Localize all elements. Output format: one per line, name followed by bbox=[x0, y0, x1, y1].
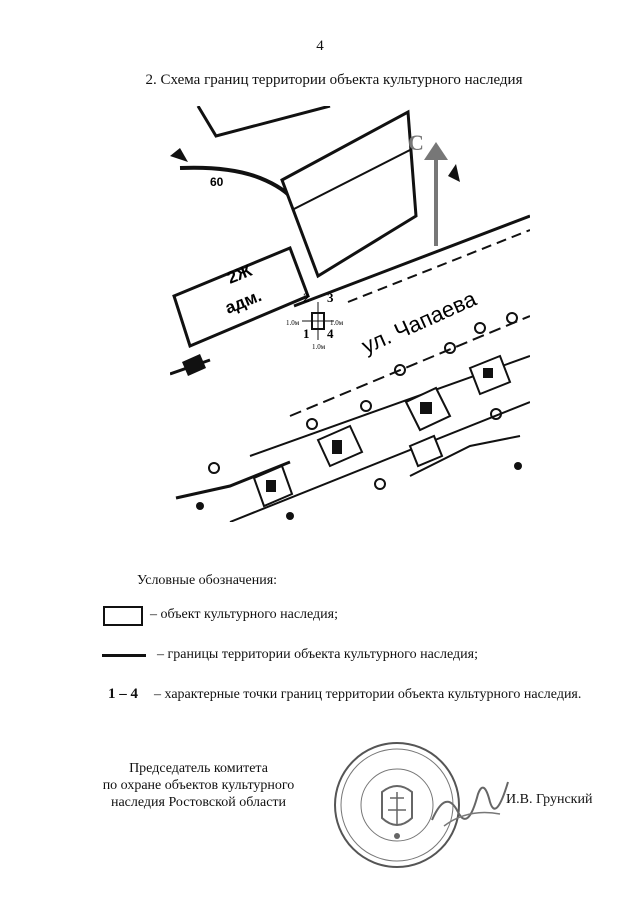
site-plan-map: 60 2Ж адм. С ул. Чапаева 2 3 1 4 1.0м 1.… bbox=[170, 106, 530, 522]
legend-points-symbol: 1 – 4 bbox=[108, 686, 138, 702]
distance-right: 1.0м bbox=[330, 319, 344, 327]
distance-bottom: 1.0м bbox=[312, 343, 326, 351]
legend-heading: Условные обозначения: bbox=[137, 573, 278, 588]
position-line-1: Председатель комитета bbox=[129, 761, 268, 776]
point-1: 1 bbox=[303, 326, 310, 341]
position-line-3: наследия Ростовской области bbox=[110, 795, 287, 810]
page-title: 2. Схема границ территории объекта культ… bbox=[145, 72, 523, 88]
legend-object-symbol bbox=[103, 606, 143, 626]
north-label: С bbox=[408, 130, 424, 155]
position-line-2: по охране объектов культурного bbox=[102, 778, 295, 793]
signatory-position: Председатель комитета по охране объектов… bbox=[86, 760, 311, 811]
handwritten-signature bbox=[431, 781, 509, 827]
distance-left: 1.0м bbox=[286, 319, 300, 327]
point-3: 3 bbox=[327, 290, 334, 305]
legend-boundary-symbol bbox=[102, 654, 146, 657]
page-number: 4 bbox=[316, 38, 324, 54]
signatory-name: И.В. Грунский bbox=[506, 792, 593, 807]
point-4: 4 bbox=[327, 326, 334, 341]
legend-boundary-text: – границы территории объекта культурного… bbox=[157, 647, 478, 662]
legend-points-text: – характерные точки границ территории об… bbox=[154, 687, 582, 702]
road-number: 60 bbox=[210, 175, 224, 189]
street-label: ул. Чапаева bbox=[358, 286, 481, 359]
point-2: 2 bbox=[303, 290, 310, 305]
legend-object-text: – объект культурного наследия; bbox=[150, 607, 338, 622]
